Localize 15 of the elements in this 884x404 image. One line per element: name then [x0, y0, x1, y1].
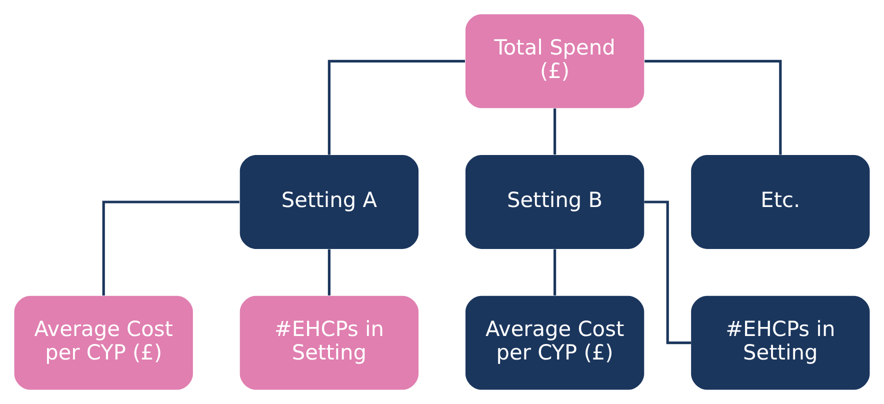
connector	[644, 60, 782, 155]
connector	[554, 108, 556, 155]
node-box: Average Cost per CYP (£)	[14, 296, 193, 390]
node-box: #EHCPs in Setting	[691, 296, 870, 390]
connector	[644, 200, 691, 344]
connector	[554, 249, 556, 296]
connector	[328, 60, 465, 155]
node-box: #EHCPs in Setting	[240, 296, 419, 390]
node-box: Total Spend (£)	[465, 14, 644, 108]
node-box: Setting A	[240, 155, 419, 249]
node-box: Setting B	[465, 155, 644, 249]
connector	[102, 200, 240, 296]
node-box: Average Cost per CYP (£)	[465, 296, 644, 390]
node-box: Etc.	[691, 155, 870, 249]
connector	[328, 249, 330, 296]
